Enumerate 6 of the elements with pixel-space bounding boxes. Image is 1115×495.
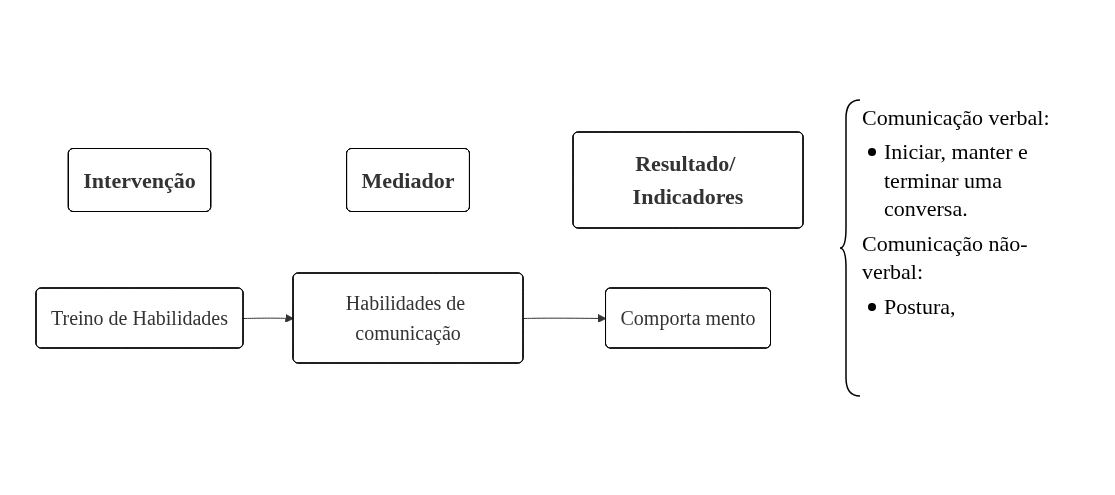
arrow <box>243 313 295 323</box>
arrow <box>523 314 607 323</box>
list-heading: Comunicação verbal: <box>862 104 1050 130</box>
bullet-item: Iniciar, manter e terminar uma conversa. <box>884 139 1028 222</box>
bullet-item: Postura, <box>884 294 956 320</box>
list-heading: Comunicação não-verbal: <box>862 230 1028 285</box>
